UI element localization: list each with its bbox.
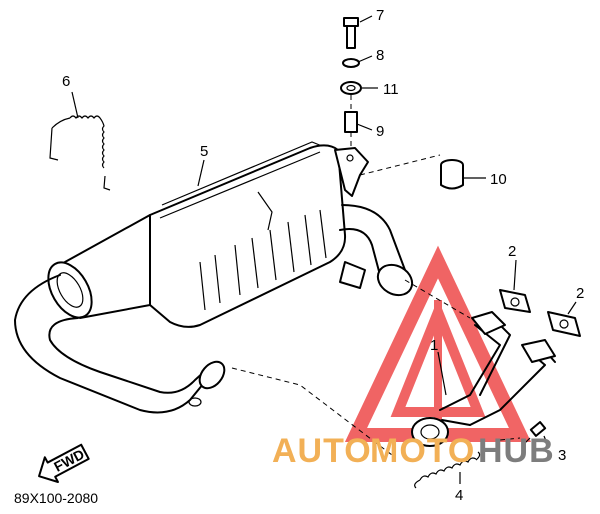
bolt-stack — [340, 17, 362, 148]
assembly-lines — [231, 154, 521, 456]
callout-10: 10 — [490, 171, 507, 188]
watermark-text: AUTO MOTO HUB — [272, 432, 555, 470]
muffler — [149, 141, 369, 328]
front-exhaust-pipe — [14, 274, 226, 414]
callout-7: 7 — [376, 7, 384, 24]
gasket-right — [547, 311, 581, 337]
callout-6: 6 — [62, 73, 70, 90]
watermark-auto: AUTO — [272, 432, 372, 470]
diagram-code: 89X100-2080 — [14, 490, 98, 506]
callout-11: 11 — [383, 81, 399, 98]
callout-8: 8 — [376, 47, 384, 64]
gasket-left — [499, 289, 531, 313]
callout-1: 1 — [430, 337, 438, 354]
header-pipes — [411, 311, 556, 447]
muffler-inlet-cone — [47, 214, 151, 319]
rear-exhaust-pipe — [339, 204, 414, 297]
bolt-3 — [521, 421, 547, 447]
callout-5: 5 — [200, 143, 208, 160]
leader-lines — [71, 15, 577, 484]
watermark-moto: MOTO — [370, 432, 475, 470]
callout-3: 3 — [558, 447, 566, 464]
watermark-hub: HUB — [478, 432, 555, 470]
spring-6 — [49, 115, 111, 191]
callout-4: 4 — [455, 487, 463, 504]
spring-4 — [414, 451, 481, 489]
forward-arrow: FWD — [38, 443, 90, 483]
callout-2-left: 2 — [508, 243, 516, 260]
rubber-damper — [440, 159, 464, 190]
callout-9: 9 — [376, 123, 384, 140]
callout-2-right: 2 — [576, 285, 584, 302]
